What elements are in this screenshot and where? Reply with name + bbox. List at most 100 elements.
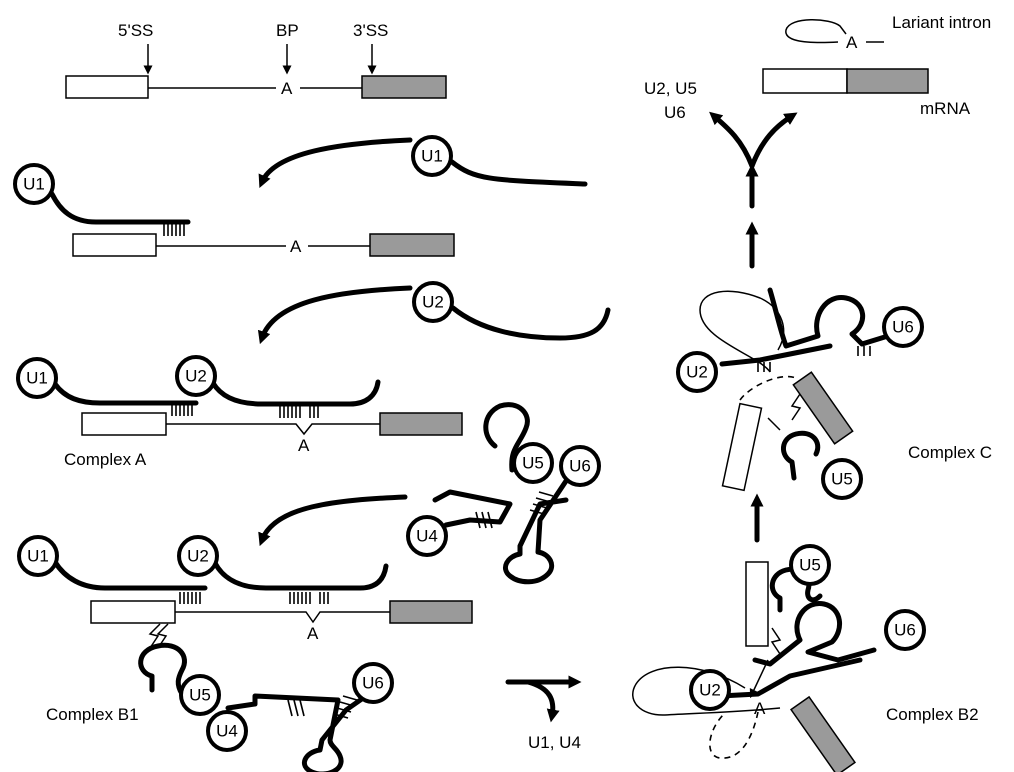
u2-snrnp-label: U2	[422, 293, 444, 312]
intron-bulge	[175, 611, 390, 624]
u2-snrna-incoming	[450, 305, 611, 341]
u2-snrnp-label: U2	[686, 363, 708, 382]
u2-snrnp-label: U2	[187, 547, 209, 566]
complex-c-label: Complex C	[908, 443, 992, 462]
exon-3-prime	[361, 75, 447, 99]
u1-snrnp-label: U1	[26, 369, 48, 388]
u5-contact-icon	[770, 627, 782, 655]
u5-snrnp-label: U5	[522, 454, 544, 473]
u1-snrnp-label: U1	[421, 147, 443, 166]
u2-snrna	[210, 379, 381, 407]
exon-3-prime	[389, 600, 473, 624]
u6-snrnp-incoming	[559, 445, 601, 487]
exon-3-prime	[369, 233, 455, 257]
complex-a-label: Complex A	[64, 450, 147, 469]
exon-5-prime	[72, 233, 157, 257]
u1-snrna	[52, 559, 208, 591]
u6-snrnp-label: U6	[892, 318, 914, 337]
exon-3-prime	[790, 695, 856, 772]
lariat-branch-a-label: A	[846, 33, 858, 52]
u2-binding-step: U2	[257, 281, 611, 345]
pre-mrna: A 5'SS BP 3'SS	[65, 21, 447, 99]
u5-snrnp-label: U5	[831, 470, 853, 489]
u4-u6-base-pairing	[475, 491, 554, 529]
u1-snrna-incoming	[449, 159, 588, 187]
branch-point-a-label: A	[290, 237, 302, 256]
u1-snrnp-label: U1	[23, 175, 45, 194]
u4-snrnp-incoming	[406, 515, 448, 557]
branch-point-a-label: A	[754, 699, 766, 718]
u2-snrnp	[175, 355, 217, 397]
u2-snrna	[212, 560, 389, 591]
exon-5-prime	[745, 561, 769, 647]
intron-loop	[632, 666, 781, 716]
three-ss-label: 3'SS	[353, 21, 388, 40]
cleavage-arrow-icon	[749, 659, 769, 699]
u1-base-pairing	[179, 592, 201, 604]
exon-5-prime	[81, 412, 167, 436]
recruit-arrow-3-icon	[258, 494, 408, 547]
branch-point-dashed-loop	[709, 711, 759, 759]
u5-snrnp-label: U5	[799, 556, 821, 575]
u1-bound-pre-mrna: U1 A	[13, 163, 455, 257]
u4-u6-base-pairing	[287, 695, 358, 719]
u2-u6-base-pairing	[757, 346, 871, 372]
u2-snrnp	[177, 535, 219, 577]
complex-b1: U1 U2 A	[17, 535, 473, 772]
u2-snrnp-label: U2	[699, 681, 721, 700]
u1-snrnp	[13, 163, 55, 205]
u4-snrnp	[206, 710, 248, 752]
u6-snrnp-label: U6	[569, 457, 591, 476]
u5-snrnp	[789, 544, 831, 586]
u4-snrna-stem	[432, 489, 513, 528]
u6-snrnp-label: U6	[362, 674, 384, 693]
released-u6-label: U6	[664, 103, 686, 122]
complex-b1-label: Complex B1	[46, 705, 139, 724]
u1-snrnp	[17, 535, 59, 577]
u5-snrnp-incoming	[512, 442, 554, 484]
release-left-arrow-icon	[709, 111, 755, 169]
u1-snrnp	[16, 357, 58, 399]
complex-b2: A U2 U5 U6 Complex B2	[632, 544, 979, 772]
u5-snrnp	[179, 674, 221, 716]
complex-c: U2 U5 U6 Complex C	[676, 287, 992, 500]
lariat-intron	[785, 19, 847, 44]
bp-label: BP	[276, 21, 299, 40]
released-u1-u4-label: U1, U4	[528, 733, 581, 752]
u1-snrna	[49, 191, 191, 225]
u5-snrna-loop	[483, 402, 530, 473]
mrna-label: mRNA	[920, 99, 971, 118]
complex-a: U1 U2 A Complex A	[16, 355, 463, 469]
u5-snrnp	[821, 458, 863, 500]
exon-5-prime	[65, 75, 149, 99]
u6-snrnp	[352, 662, 394, 704]
u1-snrnp-label: U1	[27, 547, 49, 566]
exon-ligation-dashed	[739, 375, 797, 401]
u6-snrna-stem	[503, 475, 571, 585]
branch-point-a-label: A	[298, 436, 310, 455]
complex-b2-label: Complex B2	[886, 705, 979, 724]
release-u1-u4: U1, U4	[505, 675, 582, 752]
splicing-products: A Lariant intron mRNA	[762, 13, 991, 118]
u4-snrnp-label: U4	[216, 722, 238, 741]
tri-snrnp-incoming: U5 U6 U4	[258, 402, 601, 585]
u1-base-pairing	[171, 405, 193, 416]
u2-base-pairing	[289, 592, 329, 604]
u1-snrna	[52, 381, 199, 406]
release-arrow-icon	[525, 679, 560, 723]
u1-binding-step: U1	[258, 135, 588, 188]
release-right-arrow-icon	[749, 112, 798, 169]
u5-contact-icon	[156, 623, 169, 649]
u6-snrnp	[884, 609, 926, 651]
recruit-arrow-2-icon	[257, 285, 413, 345]
u5-snrnp-label: U5	[189, 686, 211, 705]
u1-snrnp-incoming	[411, 135, 453, 177]
u5-snrna-loop	[138, 642, 187, 697]
u1-base-pairing	[163, 224, 185, 236]
exon-3-prime	[792, 371, 854, 445]
u5-snrna-loop	[781, 430, 821, 481]
intron-bulge	[166, 423, 380, 436]
lariat-loop	[699, 290, 785, 373]
recruit-arrow-1-icon	[258, 137, 413, 188]
